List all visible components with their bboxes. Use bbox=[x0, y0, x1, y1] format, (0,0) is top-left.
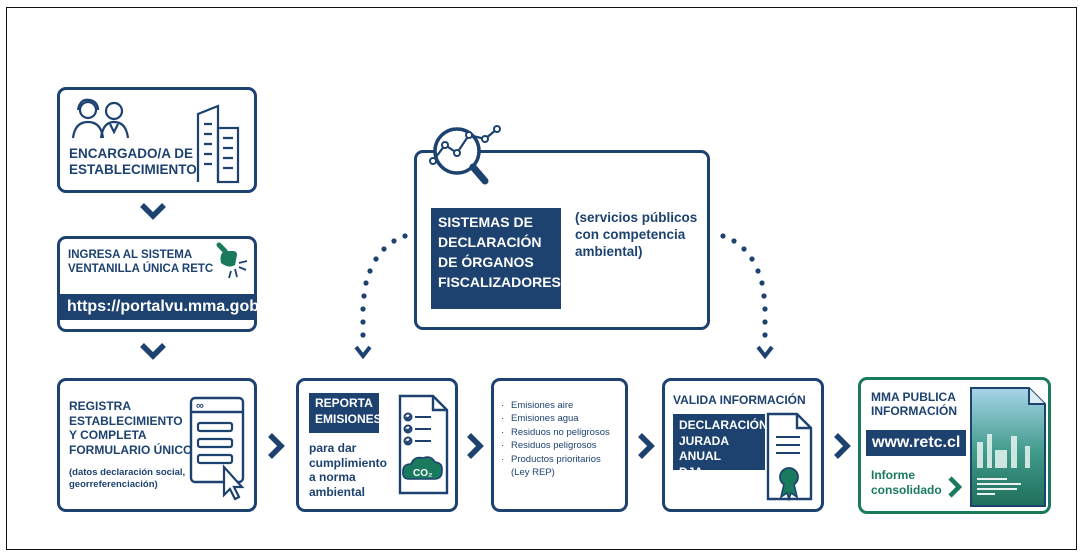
registra-line1: REGISTRA bbox=[69, 399, 132, 413]
sistemas-band-line4: FISCALIZADORES bbox=[438, 273, 561, 290]
encargado-title-line2: ESTABLECIMIENTO bbox=[69, 161, 197, 177]
ingresa-url[interactable]: https://portalvu.mma.gob.cl bbox=[59, 294, 277, 320]
registra-sub2: georreferenciación) bbox=[69, 478, 158, 490]
report-cover-icon bbox=[970, 387, 1046, 507]
encargado-title: ENCARGADO/A DE ESTABLECIMIENTO bbox=[69, 146, 199, 178]
sistemas-band-line2: DECLARACIÓN bbox=[438, 233, 542, 250]
ingresa-title: INGRESA AL SISTEMA VENTANILLA ÚNICA RETC bbox=[68, 249, 218, 276]
co2-label: CO₂ bbox=[413, 468, 432, 479]
hand-pointer-icon bbox=[216, 242, 248, 279]
reporta-body2: cumplimiento bbox=[309, 455, 388, 470]
sistemas-band-line1: SISTEMAS DE bbox=[438, 214, 533, 230]
valida-band-line1: DECLARACIÓN bbox=[679, 418, 768, 432]
mma-box: MMA PUBLICA INFORMACIÓN www.retc.cl Info… bbox=[858, 377, 1051, 514]
valida-box: VALIDA INFORMACIÓN DECLARACIÓN JURADA AN… bbox=[662, 378, 824, 512]
reporta-box: REPORTA EMISIONES para dar cumplimiento … bbox=[296, 378, 458, 512]
sistemas-note-line3: ambiental) bbox=[575, 243, 643, 259]
emisiones-box: ·Emisiones aire ·Emisiones agua ·Residuo… bbox=[491, 378, 628, 512]
list-item: (Ley REP) bbox=[511, 467, 555, 479]
list-item: ·Emisiones agua bbox=[501, 413, 579, 425]
checklist-document-icon: CO₂ bbox=[398, 394, 449, 495]
registra-line3: Y COMPLETA bbox=[69, 428, 147, 443]
mma-title-line2: INFORMACIÓN bbox=[871, 404, 957, 419]
magnifier-chart-icon bbox=[429, 125, 501, 185]
emisiones-list: ·Emisiones aire ·Emisiones agua ·Residuo… bbox=[500, 399, 610, 480]
reporta-body: para dar cumplimiento a norma ambiental bbox=[309, 441, 387, 500]
chevron-right-icon bbox=[834, 433, 851, 459]
sistemas-box: SISTEMAS DE DECLARACIÓN DE ÓRGANOS FISCA… bbox=[414, 150, 710, 330]
encargado-box: ENCARGADO/A DE ESTABLECIMIENTO bbox=[57, 87, 257, 193]
ingresa-title-line1: INGRESA AL SISTEMA bbox=[68, 249, 193, 261]
sistemas-band-line3: DE ÓRGANOS bbox=[438, 253, 534, 270]
registra-title: REGISTRA ESTABLECIMIENTO Y COMPLETA FORM… bbox=[69, 399, 192, 458]
registra-line4: FORMULARIO ÚNICO bbox=[69, 442, 193, 457]
registra-line2: ESTABLECIMIENTO bbox=[69, 413, 183, 428]
valida-band-line3: DJA bbox=[679, 464, 704, 479]
dotted-connector-left bbox=[354, 233, 408, 360]
registra-sub: (datos declaración social, georreferenci… bbox=[69, 467, 185, 491]
chevron-right-icon bbox=[268, 433, 285, 459]
sistemas-note-line1: (servicios públicos bbox=[575, 210, 698, 225]
list-item: ·Residuos peligrosos bbox=[501, 440, 597, 452]
reporta-body3: a norma bbox=[309, 470, 356, 485]
people-icon bbox=[71, 98, 130, 139]
list-item: ·Productos prioritarios bbox=[501, 453, 601, 465]
dotted-connector-right bbox=[720, 233, 774, 360]
reporta-body4: ambiental bbox=[309, 484, 366, 499]
sistemas-band: SISTEMAS DE DECLARACIÓN DE ÓRGANOS FISCA… bbox=[431, 208, 561, 309]
valida-title: VALIDA INFORMACIÓN bbox=[673, 393, 806, 407]
registra-box: REGISTRA ESTABLECIMIENTO Y COMPLETA FORM… bbox=[57, 378, 257, 512]
mma-informe-line1: Informe bbox=[871, 468, 916, 482]
chevron-right-icon bbox=[467, 433, 484, 459]
chevron-down-icon bbox=[140, 203, 166, 220]
encargado-title-line1: ENCARGADO/A DE bbox=[69, 146, 194, 161]
mma-informe-line2: consolidado bbox=[871, 482, 942, 497]
reporta-band: REPORTA EMISIONES bbox=[309, 393, 382, 433]
reporta-band-line2: EMISIONES bbox=[315, 411, 382, 426]
ingresa-title-line2: VENTANILLA ÚNICA RETC bbox=[68, 262, 214, 275]
form-tag: ∞ bbox=[196, 400, 204, 412]
chevron-right-icon bbox=[948, 476, 963, 498]
registra-sub1: (datos declaración social, bbox=[69, 467, 186, 478]
building-icon bbox=[196, 104, 240, 184]
reporta-body1: para dar bbox=[309, 441, 357, 455]
chevron-right-icon bbox=[638, 433, 655, 459]
chevron-down-icon bbox=[140, 343, 166, 360]
reporta-band-line1: REPORTA bbox=[315, 396, 373, 410]
certificate-document-icon bbox=[766, 412, 813, 502]
sistemas-note: (servicios públicos con competencia ambi… bbox=[575, 210, 705, 261]
valida-band-line2: JURADA ANUAL bbox=[679, 433, 729, 464]
mma-url[interactable]: www.retc.cl bbox=[866, 430, 966, 456]
outer-frame bbox=[6, 7, 1077, 550]
form-window-icon: ∞ bbox=[189, 396, 245, 501]
mma-title: MMA PUBLICA INFORMACIÓN bbox=[871, 390, 957, 419]
sistemas-note-line2: con competencia bbox=[575, 226, 686, 242]
mma-informe: Informe consolidado bbox=[871, 468, 942, 497]
list-item: ·Emisiones aire bbox=[501, 400, 574, 411]
mma-title-line1: MMA PUBLICA bbox=[871, 390, 956, 404]
valida-band: DECLARACIÓN JURADA ANUAL DJA bbox=[673, 414, 768, 479]
list-item: ·Residuos no peligrosos bbox=[501, 426, 610, 438]
ingresa-box: INGRESA AL SISTEMA VENTANILLA ÚNICA RETC… bbox=[57, 236, 277, 332]
